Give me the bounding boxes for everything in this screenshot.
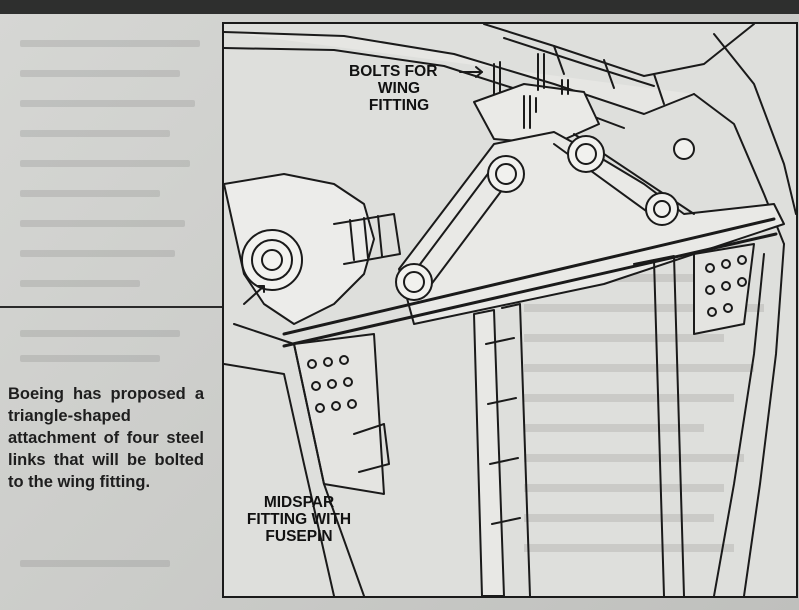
bleed-through-line: [20, 40, 200, 47]
bolts-callout-label: BOLTS FOR WING FITTING: [344, 63, 454, 114]
bolts-callout-line3: FITTING: [368, 97, 430, 114]
bleed-through-line: [20, 330, 180, 337]
technical-illustration: BOLTS FOR WING FITTING MIDSPAR FITTING W…: [222, 22, 798, 598]
center-channel: [473, 303, 531, 596]
left-spar: [224, 323, 390, 596]
bleed-through-line: [20, 130, 170, 137]
midspar-callout-label: MIDSPAR FITTING WITH FUSEPIN: [234, 494, 364, 545]
right-spar: [633, 243, 785, 596]
midspar-callout-line1: MIDSPAR: [263, 494, 335, 511]
top-edge-shadow: [0, 0, 799, 14]
triangle-link-assembly: [282, 131, 785, 348]
bolts-callout-arrow: [459, 66, 483, 78]
midspar-callout-line3: FUSEPIN: [265, 528, 333, 545]
bleed-through-line: [20, 190, 160, 197]
bleed-through-line: [20, 220, 185, 227]
bolts-callout-line2: WING: [377, 80, 421, 97]
upper-wing-structure: [224, 24, 796, 245]
bleed-through-line: [20, 70, 180, 77]
bleed-through-line: [20, 355, 160, 362]
midspar-callout-line2: FITTING WITH: [246, 511, 352, 528]
bolts-callout-line1: BOLTS FOR: [349, 63, 438, 80]
bleed-through-line: [20, 160, 190, 167]
figure-caption: Boeing has proposed a triangle-shaped at…: [8, 385, 204, 491]
column-divider-rule: [0, 306, 236, 308]
wing-fitting-plate: [473, 53, 600, 145]
bleed-through-line: [20, 280, 140, 287]
midspar-fitting: [224, 173, 401, 325]
bleed-through-line: [20, 250, 175, 257]
wing-attachment-drawing: [224, 24, 796, 596]
bleed-through-line: [20, 100, 195, 107]
bleed-through-line: [20, 560, 170, 567]
